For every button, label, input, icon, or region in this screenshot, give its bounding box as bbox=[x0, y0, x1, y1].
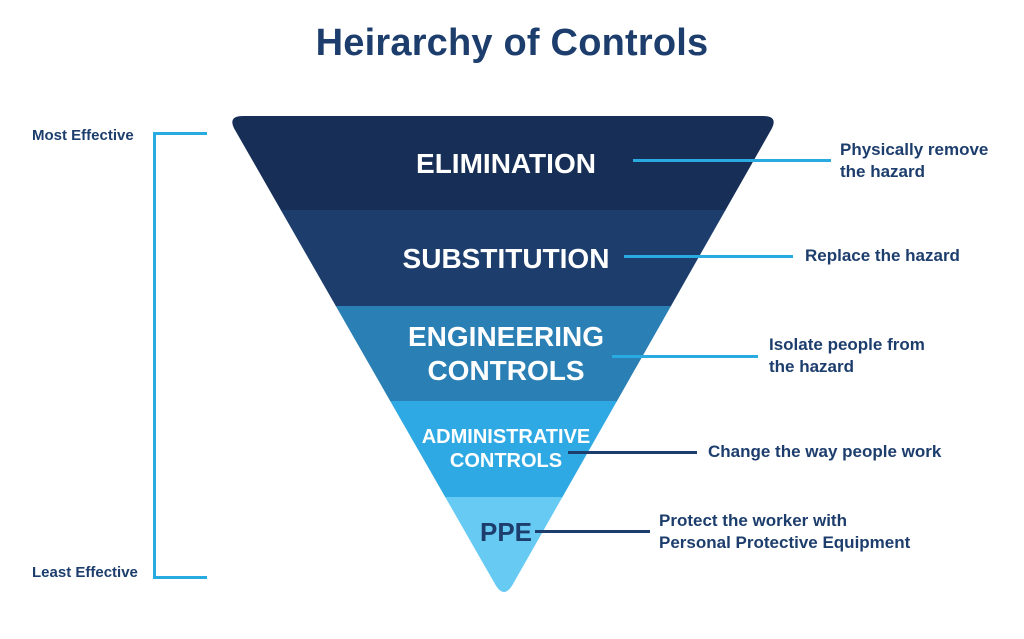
diagram-title: Heirarchy of Controls bbox=[315, 22, 709, 64]
description-line: Isolate people from bbox=[769, 334, 925, 354]
level-label-1: ELIMINATION bbox=[326, 147, 686, 181]
description-line: the hazard bbox=[769, 356, 855, 376]
level-label-line: CONTROLS bbox=[449, 450, 563, 472]
level-label-line: SUBSTITUTION bbox=[402, 243, 610, 275]
level-label-line: PPE bbox=[479, 517, 533, 548]
description-line: the hazard bbox=[840, 161, 926, 181]
least-effective-label: Least Effective bbox=[32, 564, 138, 581]
pyramid-band-1 bbox=[232, 116, 774, 211]
description-line: Replace the hazard bbox=[805, 245, 960, 265]
connector-line-5 bbox=[535, 530, 650, 533]
effectiveness-bracket bbox=[153, 132, 207, 579]
description-line: Physically remove bbox=[840, 139, 989, 159]
level-label-line: ADMINISTRATIVE bbox=[421, 426, 591, 448]
description-line: Personal Protective Equipment bbox=[659, 532, 911, 552]
most-effective-label: Most Effective bbox=[32, 127, 134, 144]
level-label-5: PPE bbox=[326, 517, 686, 548]
connector-line-3 bbox=[612, 355, 758, 358]
description-line: Protect the worker with bbox=[659, 510, 847, 530]
level-description-4: Change the way people work bbox=[708, 441, 941, 463]
level-label-line: ELIMINATION bbox=[416, 148, 596, 180]
connector-line-1 bbox=[633, 159, 831, 162]
description-line: Change the way people work bbox=[708, 441, 942, 461]
level-label-2: SUBSTITUTION bbox=[326, 242, 686, 276]
level-description-2: Replace the hazard bbox=[805, 245, 960, 267]
level-label-line: CONTROLS bbox=[427, 354, 585, 386]
connector-line-4 bbox=[568, 451, 697, 454]
level-label-line: ENGINEERING bbox=[407, 321, 605, 353]
connector-line-2 bbox=[624, 255, 793, 258]
